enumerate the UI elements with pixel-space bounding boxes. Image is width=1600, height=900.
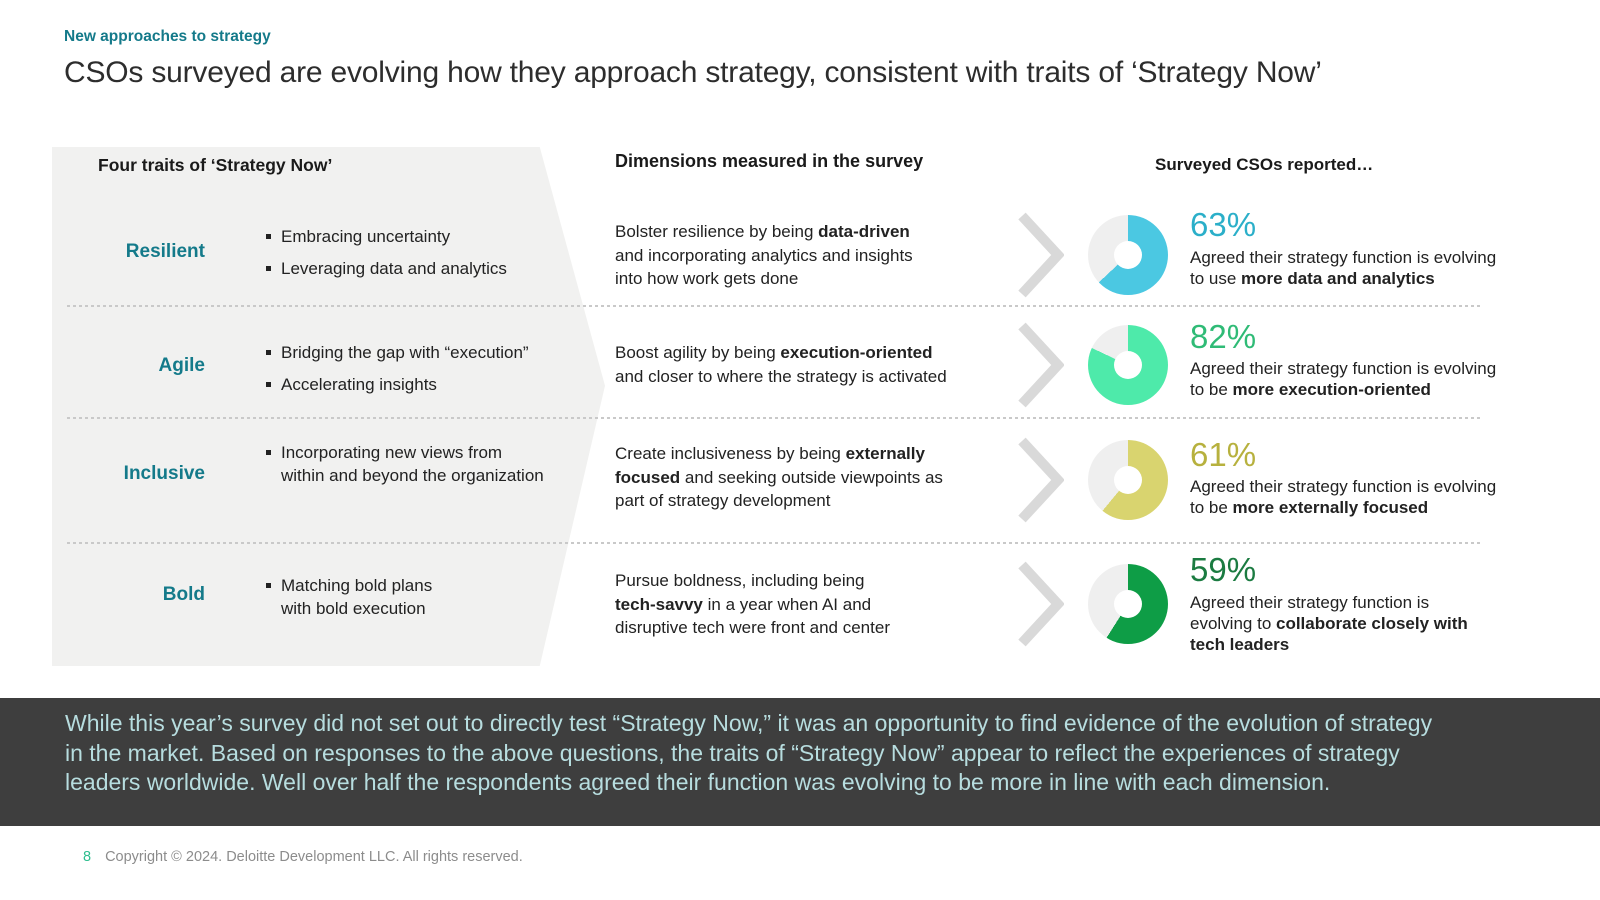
text-line: disruptive tech were front and center [615,618,890,637]
text-line: While this year’s survey did not set out… [65,710,1433,736]
list-item: Accelerating insights [266,373,529,396]
text-line: Bolster resilience by being data-driven [615,222,910,241]
chevron-right-icon [1018,561,1064,647]
slide-footer: 8 Copyright © 2024. Deloitte Development… [83,849,523,865]
donut-chart-63 [1088,215,1168,295]
trait-bullets: Bridging the gap with “execution” Accele… [266,341,529,405]
trait-label-resilient: Resilient [125,241,205,262]
dimension-text: Bolster resilience by being data-driven … [615,220,913,291]
text-line: and incorporating analytics and insights [615,245,913,265]
footnote-text: While this year’s survey did not set out… [65,709,1432,798]
dimension-text: Create inclusiveness by being externally… [615,442,943,513]
copyright-text: Copyright © 2024. Deloitte Development L… [105,849,523,865]
dimension-text: Pursue boldness, including being tech-sa… [615,569,890,640]
stat-percentage: 59% [1190,551,1257,588]
trait-label-agile: Agile [158,355,205,376]
list-item: Leveraging data and analytics [266,257,507,280]
text-line: Pursue boldness, including being [615,571,865,590]
text-line: leaders worldwide. Well over half the re… [65,769,1331,795]
text-line: Agreed their strategy function is evolvi… [1190,477,1497,496]
traits-arrow-shape [52,147,605,666]
column-header-dimensions: Dimensions measured in the survey [615,151,924,171]
chevron-right-icon [1018,437,1064,523]
text-line: Boost agility by being execution-oriente… [615,343,933,362]
text-line: evolving to collaborate closely with [1190,614,1468,633]
text-line: Create inclusiveness by being externally [615,444,925,463]
trait-label-inclusive: Inclusive [123,463,205,484]
text-line: part of strategy development [615,491,831,510]
dimension-text: Boost agility by being execution-oriente… [615,341,947,388]
row-divider [67,542,1481,544]
trait-bullets: Matching bold plans with bold execution [266,574,461,629]
trait-label-bold: Bold [162,584,205,605]
text-line: to be more execution-oriented [1190,380,1431,399]
stat-percentage: 63% [1190,206,1257,243]
bullet-icon [266,583,271,588]
page-title: CSOs surveyed are evolving how they appr… [64,56,1322,89]
column-header-reported: Surveyed CSOs reported… [1155,155,1374,174]
text-line: Agreed their strategy function is [1190,593,1430,612]
bullet-icon [266,450,271,455]
text-line: tech leaders [1190,635,1290,654]
trait-bullets: Incorporating new views from within and … [266,441,546,496]
row-divider [67,417,1481,419]
text-line: Agreed their strategy function is evolvi… [1190,359,1497,378]
stat-percentage: 61% [1190,436,1257,473]
text-line: to be more externally focused [1190,498,1429,517]
donut-chart-59 [1088,564,1168,644]
trait-bullets: Embracing uncertainty Leveraging data an… [266,225,507,289]
donut-chart-61 [1088,440,1168,520]
list-item: Bridging the gap with “execution” [266,341,529,364]
stat-description: Agreed their strategy function is evolvi… [1190,476,1496,518]
stat-description: Agreed their strategy function is evolvi… [1190,247,1496,289]
donut-chart-82 [1088,325,1168,405]
eyebrow: New approaches to strategy [64,28,271,45]
bullet-icon [266,266,271,271]
text-line: Agreed their strategy function is evolvi… [1190,248,1497,267]
row-divider [67,305,1481,307]
list-item: Incorporating new views from within and … [266,441,546,487]
text-line: in the market. Based on responses to the… [65,739,1400,766]
text-line: tech-savvy in a year when AI and [615,594,872,614]
stat-description: Agreed their strategy function is evolvi… [1190,592,1468,655]
chevron-right-icon [1018,322,1064,408]
bullet-icon [266,350,271,355]
text-line: into how work gets done [615,269,799,288]
text-line: and closer to where the strategy is acti… [615,366,947,386]
stat-percentage: 82% [1190,318,1257,355]
chevron-right-icon [1018,212,1064,298]
list-item: Matching bold plans with bold execution [266,574,461,620]
list-item: Embracing uncertainty [266,225,507,248]
footnote-band: While this year’s survey did not set out… [0,698,1600,826]
stat-description: Agreed their strategy function is evolvi… [1190,358,1496,400]
column-header-traits: Four traits of ‘Strategy Now’ [98,155,333,175]
bullet-icon [266,382,271,387]
text-line: focused and seeking outside viewpoints a… [615,467,943,487]
bullet-icon [266,234,271,239]
page-number: 8 [83,849,92,865]
text-line: to use more data and analytics [1190,269,1435,288]
